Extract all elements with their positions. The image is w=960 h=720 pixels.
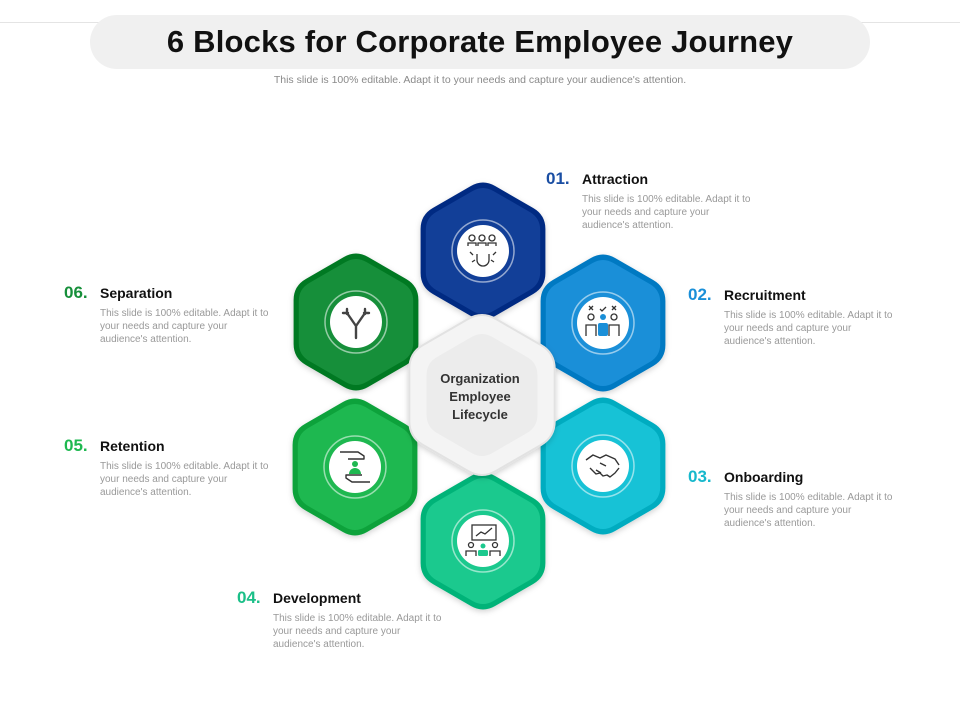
- stage-number: 06.: [64, 283, 88, 302]
- presentation-board-icon: [451, 509, 515, 573]
- stage-title: Recruitment: [724, 287, 806, 303]
- hands-holding-person-icon: [323, 435, 387, 499]
- stage-title: Attraction: [582, 171, 649, 187]
- stage-number: 05.: [64, 436, 88, 455]
- stage-development: 04. Development This slide is 100% edita…: [237, 588, 453, 651]
- center-label-line-3: Lifecycle: [452, 407, 508, 422]
- stage-description: This slide is 100% editable. Adapt it to…: [273, 613, 442, 650]
- title-banner: 6 Blocks for Corporate Employee Journey: [90, 15, 870, 69]
- stage-description: This slide is 100% editable. Adapt it to…: [582, 194, 751, 231]
- center-label: Organization Employee Lifecycle: [415, 370, 545, 424]
- stage-description: This slide is 100% editable. Adapt it to…: [724, 310, 893, 347]
- stage-number: 04.: [237, 588, 261, 607]
- stage-description: This slide is 100% editable. Adapt it to…: [724, 492, 893, 529]
- recruitment-candidates-icon: [571, 291, 635, 355]
- page-title: 6 Blocks for Corporate Employee Journey: [166, 24, 794, 59]
- center-label-line-1: Organization: [440, 371, 520, 386]
- center-hexagon: [408, 314, 556, 476]
- stage-title: Onboarding: [724, 469, 804, 485]
- stage-recruitment: 02. Recruitment This slide is 100% edita…: [688, 285, 904, 348]
- stage-description: This slide is 100% editable. Adapt it to…: [100, 461, 269, 498]
- stage-title: Development: [273, 590, 361, 606]
- stage-retention: 05. Retention This slide is 100% editabl…: [64, 436, 280, 499]
- stage-separation: 06. Separation This slide is 100% editab…: [64, 283, 280, 346]
- center-label-line-2: Employee: [449, 389, 511, 404]
- stage-number: 01.: [546, 169, 570, 188]
- split-arrows-icon: [324, 290, 388, 354]
- stage-description: This slide is 100% editable. Adapt it to…: [100, 308, 269, 345]
- stage-number: 02.: [688, 285, 712, 304]
- page-subtitle: This slide is 100% editable. Adapt it to…: [273, 74, 687, 86]
- handshake-icon: [571, 434, 635, 498]
- stage-number: 03.: [688, 467, 712, 486]
- stage-title: Retention: [100, 438, 165, 454]
- attraction-magnet-icon: [451, 219, 515, 283]
- stage-attraction: 01. Attraction This slide is 100% editab…: [546, 169, 762, 232]
- stage-onboarding: 03. Onboarding This slide is 100% editab…: [688, 467, 904, 530]
- stage-title: Separation: [100, 285, 173, 301]
